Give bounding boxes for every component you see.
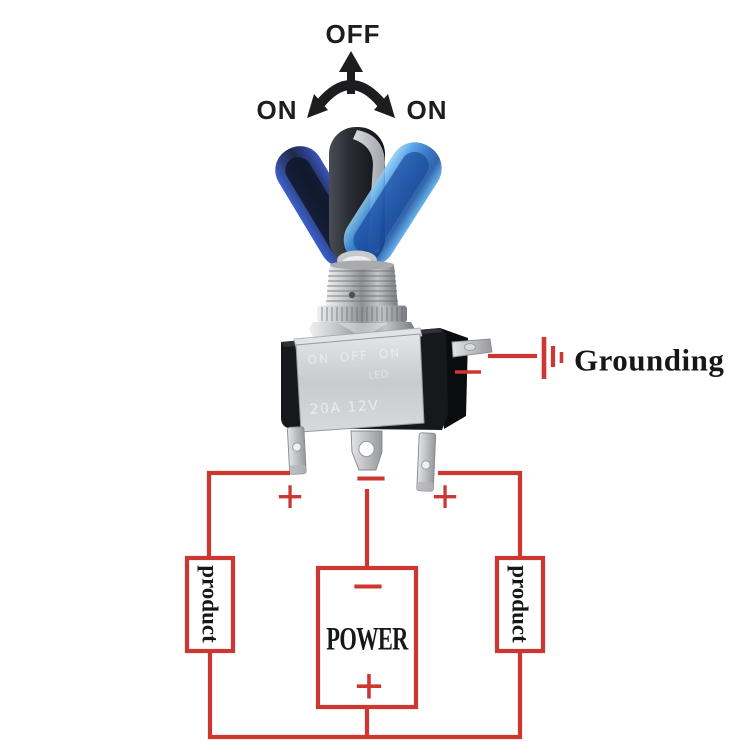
plate-rating-text: 20A 12V [309, 398, 380, 418]
toggle-direction-arrows [307, 51, 395, 118]
product-right-label: product [507, 565, 533, 643]
power-minus-symbol: − [351, 554, 385, 617]
power-plus-symbol: + [354, 658, 384, 714]
grounding-label: Grounding [574, 342, 725, 378]
terminal-right [416, 432, 437, 492]
lever-right-blue [343, 142, 442, 266]
power-label: POWER [326, 621, 408, 658]
terminal-grounding [451, 338, 493, 358]
arrow-left-head-icon [307, 94, 328, 118]
center-terminal-minus-symbol: − [354, 446, 388, 509]
ground-symbol-icon [455, 337, 564, 379]
product-left-label: product [197, 565, 223, 643]
on-right-label: ON [406, 95, 448, 125]
terminal-center [350, 430, 383, 471]
rating-plate [295, 333, 425, 433]
arrow-arc [316, 80, 386, 108]
right-terminal-plus-symbol: + [431, 470, 459, 522]
arrow-right-head-icon [374, 94, 395, 118]
left-terminal-plus-symbol: + [276, 470, 304, 522]
off-label: OFF [325, 19, 381, 49]
wire-right [438, 470, 523, 558]
terminal-left [286, 426, 307, 475]
product-right-box [494, 555, 546, 654]
circuit-wiring [184, 337, 564, 740]
switch-body: ON OFF ON LED 20A 12V [281, 327, 468, 433]
toggle-switch: ON OFF ON LED 20A 12V [275, 127, 493, 492]
on-left-label: ON [256, 95, 298, 125]
arrow-up-head-icon [339, 51, 363, 72]
wire-left [206, 470, 290, 558]
knurled-nut [317, 305, 407, 323]
threaded-bushing [326, 260, 398, 307]
plate-led-text: LED [368, 369, 389, 382]
